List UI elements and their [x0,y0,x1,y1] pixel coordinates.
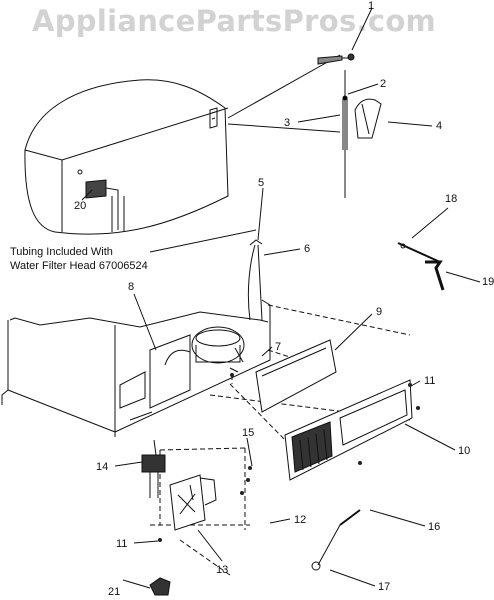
callout-11a: 11 [424,375,436,387]
compressor [164,239,271,373]
callout-15: 15 [242,427,255,439]
callout-3: 3 [284,117,291,129]
callout-20: 20 [74,200,87,212]
watermark: AppliancePartsPros.com [32,4,437,38]
callout-21: 21 [108,586,121,598]
callout-1: 1 [368,0,375,12]
water-valve-assembly [77,169,125,232]
callout-13: 13 [216,564,229,576]
callout-17: 17 [378,581,391,593]
callout-19: 19 [482,276,494,288]
callout-16: 16 [428,521,441,533]
callout-4: 4 [436,120,443,132]
tubing-note-line1: Tubing Included With [10,246,113,258]
clip-21 [149,577,171,596]
callout-5: 5 [258,177,265,189]
water-tubing-18-19 [397,242,445,291]
callout-9: 9 [376,306,383,318]
tubing-note-line2: Water Filter Head 67006524 [10,260,148,272]
refrigerator-lower-cabinet [1,311,271,437]
cabinet-detail-view [24,79,229,235]
callout-12: 12 [294,514,307,526]
callout-7: 7 [275,341,282,353]
machine-compartment-cover [284,379,413,481]
callout-18: 18 [445,193,458,205]
callout-14: 14 [96,461,109,473]
callout-2: 2 [380,78,387,90]
water-valve-14 [141,439,166,498]
rear-access-cover [255,339,337,413]
callout-11b: 11 [116,538,128,550]
callout-8: 8 [128,281,135,293]
water-filter-head [317,53,382,198]
wire-harness [311,509,361,571]
relay-bracket [169,474,217,531]
callout-10: 10 [458,445,471,457]
callout-6: 6 [304,243,311,255]
tubing-note: Tubing Included With Water Filter Head 6… [10,245,148,273]
